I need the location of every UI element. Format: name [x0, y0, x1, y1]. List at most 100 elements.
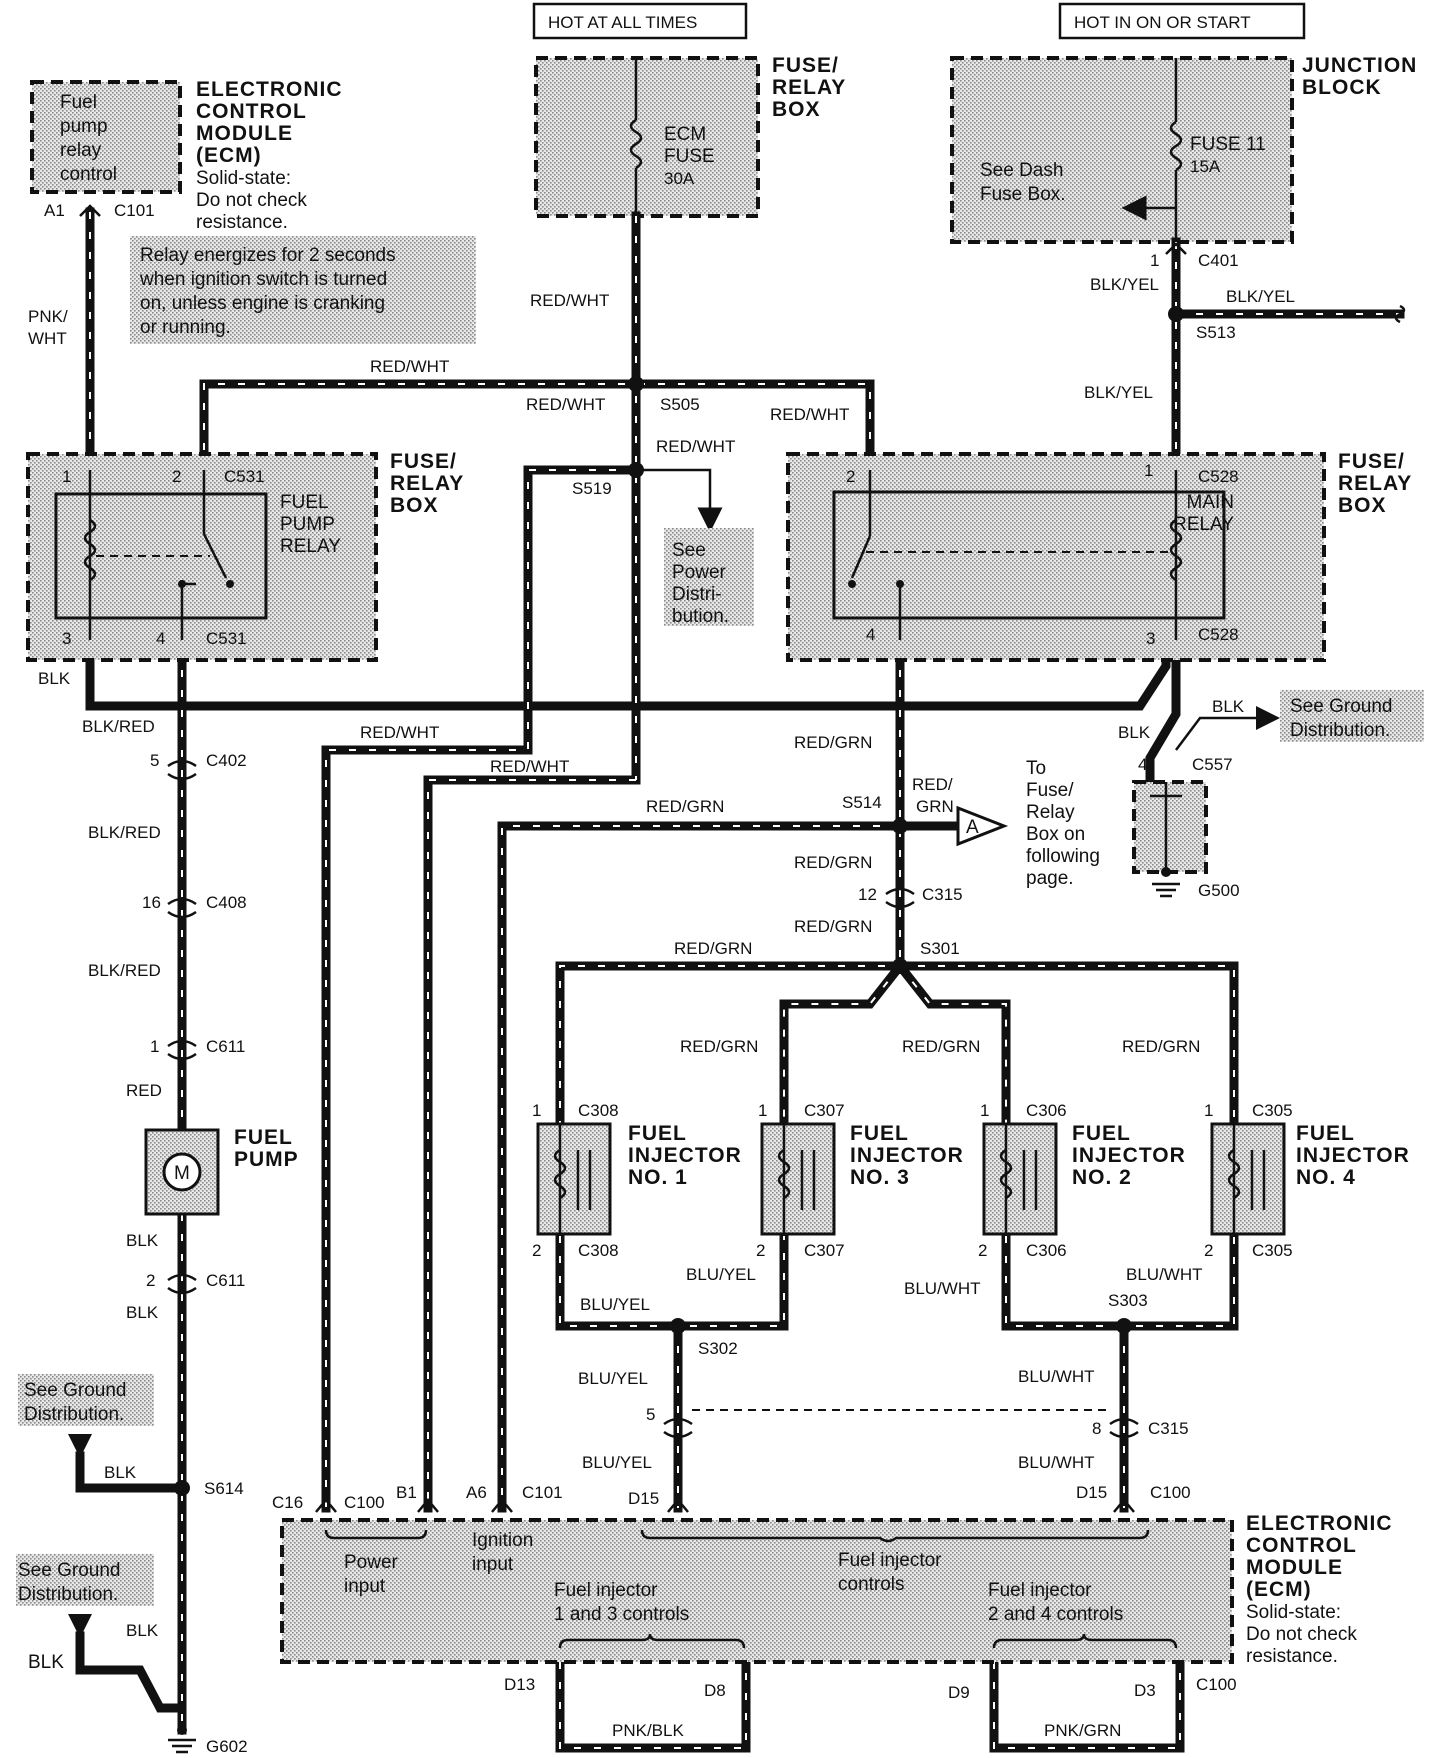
svg-text:FUSE/: FUSE/	[390, 450, 457, 473]
svg-text:3: 3	[1146, 629, 1155, 648]
svg-text:C305: C305	[1252, 1101, 1293, 1120]
svg-text:RED/GRN: RED/GRN	[794, 853, 872, 872]
svg-text:relay: relay	[60, 140, 102, 161]
svg-text:2: 2	[532, 1241, 541, 1260]
svg-text:BLK/RED: BLK/RED	[82, 717, 155, 736]
svg-text:(ECM): (ECM)	[1246, 1578, 1312, 1601]
svg-text:NO. 1: NO. 1	[628, 1166, 688, 1189]
svg-text:pump: pump	[60, 116, 108, 137]
svg-text:Do not check: Do not check	[1246, 1624, 1357, 1645]
svg-text:RED/WHT: RED/WHT	[526, 395, 605, 414]
svg-text:S519: S519	[572, 479, 612, 498]
svg-text:NO. 3: NO. 3	[850, 1166, 910, 1189]
ground-dist-left-2: See Ground Distribution.	[16, 1554, 154, 1638]
svg-text:2: 2	[978, 1241, 987, 1260]
svg-text:See: See	[672, 540, 706, 561]
svg-text:page.: page.	[1026, 868, 1074, 889]
svg-text:(ECM): (ECM)	[196, 144, 262, 167]
svg-text:BLK: BLK	[126, 1621, 159, 1640]
svg-text:RED/GRN: RED/GRN	[674, 939, 752, 958]
svg-text:A6: A6	[466, 1483, 487, 1502]
ecm-bottom-pins: C16 C100 B1 A6 C101 D15 D15 C100 D13 D8 …	[272, 1483, 1237, 1702]
svg-text:RELAY: RELAY	[390, 472, 464, 495]
g602-ground: G602	[168, 1725, 248, 1756]
svg-text:INJECTOR: INJECTOR	[1072, 1144, 1186, 1167]
svg-text:BLK: BLK	[38, 669, 71, 688]
svg-text:5: 5	[150, 751, 159, 770]
svg-text:BLU/YEL: BLU/YEL	[578, 1369, 648, 1388]
svg-text:BLU/YEL: BLU/YEL	[582, 1453, 652, 1472]
fuel-injector-3: 1 C307 2 C307 FUEL INJECTOR NO. 3	[756, 1101, 963, 1260]
svg-text:1: 1	[62, 467, 71, 486]
svg-text:FUEL: FUEL	[280, 492, 329, 513]
svg-text:A1: A1	[44, 201, 65, 220]
wires	[75, 207, 1405, 1753]
svg-text:FUEL: FUEL	[850, 1122, 909, 1145]
svg-text:controls: controls	[838, 1574, 905, 1595]
svg-text:when ignition switch is turned: when ignition switch is turned	[139, 269, 387, 290]
svg-text:BLK: BLK	[1118, 723, 1151, 742]
svg-text:2: 2	[846, 467, 855, 486]
svg-text:16: 16	[142, 893, 161, 912]
svg-text:RED/WHT: RED/WHT	[530, 291, 609, 310]
main-relay-box: 2 1 C528 4 3 C528 MAIN RELAY FUSE/ RELAY…	[786, 450, 1411, 662]
wire-highlights	[89, 212, 1400, 1749]
svg-text:MAIN: MAIN	[1187, 492, 1235, 513]
fuel-pump: M FUEL PUMP	[144, 1126, 298, 1216]
svg-text:BLU/WHT: BLU/WHT	[904, 1279, 981, 1298]
svg-text:RED/GRN: RED/GRN	[680, 1037, 758, 1056]
svg-text:G602: G602	[206, 1737, 248, 1756]
svg-text:See Ground: See Ground	[24, 1380, 126, 1401]
svg-text:GRN: GRN	[916, 797, 954, 816]
svg-text:C402: C402	[206, 751, 247, 770]
svg-text:2: 2	[146, 1271, 155, 1290]
svg-text:BOX: BOX	[1338, 494, 1387, 517]
ground-dist-left-1: See Ground Distribution.	[18, 1374, 154, 1458]
svg-text:3: 3	[62, 629, 71, 648]
g500-ground: G500	[1132, 780, 1240, 900]
svg-text:Fuel injector: Fuel injector	[988, 1580, 1092, 1601]
svg-text:Distri-: Distri-	[672, 584, 722, 605]
svg-text:S614: S614	[204, 1479, 244, 1498]
svg-text:BLU/WHT: BLU/WHT	[1018, 1453, 1095, 1472]
svg-text:RED/WHT: RED/WHT	[360, 723, 439, 742]
svg-text:1: 1	[1204, 1101, 1213, 1120]
svg-text:Solid-state:: Solid-state:	[1246, 1602, 1341, 1623]
svg-text:8: 8	[1092, 1419, 1101, 1438]
svg-text:RED/: RED/	[912, 775, 953, 794]
svg-text:ELECTRONIC: ELECTRONIC	[1246, 1512, 1393, 1535]
svg-text:C528: C528	[1198, 467, 1239, 486]
svg-text:C16: C16	[272, 1493, 303, 1512]
svg-text:RED/GRN: RED/GRN	[794, 733, 872, 752]
svg-text:on, unless engine is cranking: on, unless engine is cranking	[140, 293, 385, 314]
svg-text:C557: C557	[1192, 755, 1233, 774]
svg-text:FUEL: FUEL	[628, 1122, 687, 1145]
svg-text:G500: G500	[1198, 881, 1240, 900]
svg-text:CONTROL: CONTROL	[1246, 1534, 1357, 1557]
svg-text:BOX: BOX	[390, 494, 439, 517]
svg-text:M: M	[174, 1163, 190, 1184]
svg-text:FUEL: FUEL	[1296, 1122, 1355, 1145]
svg-text:See Ground: See Ground	[1290, 696, 1392, 717]
svg-text:30A: 30A	[664, 169, 695, 188]
svg-text:or running.: or running.	[140, 317, 231, 338]
svg-text:FUSE/: FUSE/	[1338, 450, 1405, 473]
svg-text:BLK: BLK	[28, 1652, 64, 1673]
svg-text:15A: 15A	[1190, 157, 1221, 176]
svg-text:Fuel: Fuel	[60, 92, 97, 113]
svg-text:FUSE 11: FUSE 11	[1190, 134, 1266, 155]
svg-text:PNK/: PNK/	[28, 307, 68, 326]
svg-text:C315: C315	[1148, 1419, 1189, 1438]
svg-text:MODULE: MODULE	[196, 122, 293, 145]
svg-text:12: 12	[858, 885, 877, 904]
svg-text:Relay: Relay	[1026, 802, 1075, 823]
svg-text:RED/WHT: RED/WHT	[656, 437, 735, 456]
svg-text:resistance.: resistance.	[196, 212, 288, 233]
fuel-injector-1: 1 C308 2 C308 FUEL INJECTOR NO. 1	[532, 1101, 741, 1260]
junction-block: FUSE 11 15A See Dash Fuse Box. JUNCTION …	[950, 54, 1416, 270]
svg-text:RELAY: RELAY	[772, 76, 846, 99]
svg-text:NO. 2: NO. 2	[1072, 1166, 1132, 1189]
svg-text:C307: C307	[804, 1101, 845, 1120]
svg-text:Relay energizes for 2 seconds: Relay energizes for 2 seconds	[140, 245, 396, 266]
